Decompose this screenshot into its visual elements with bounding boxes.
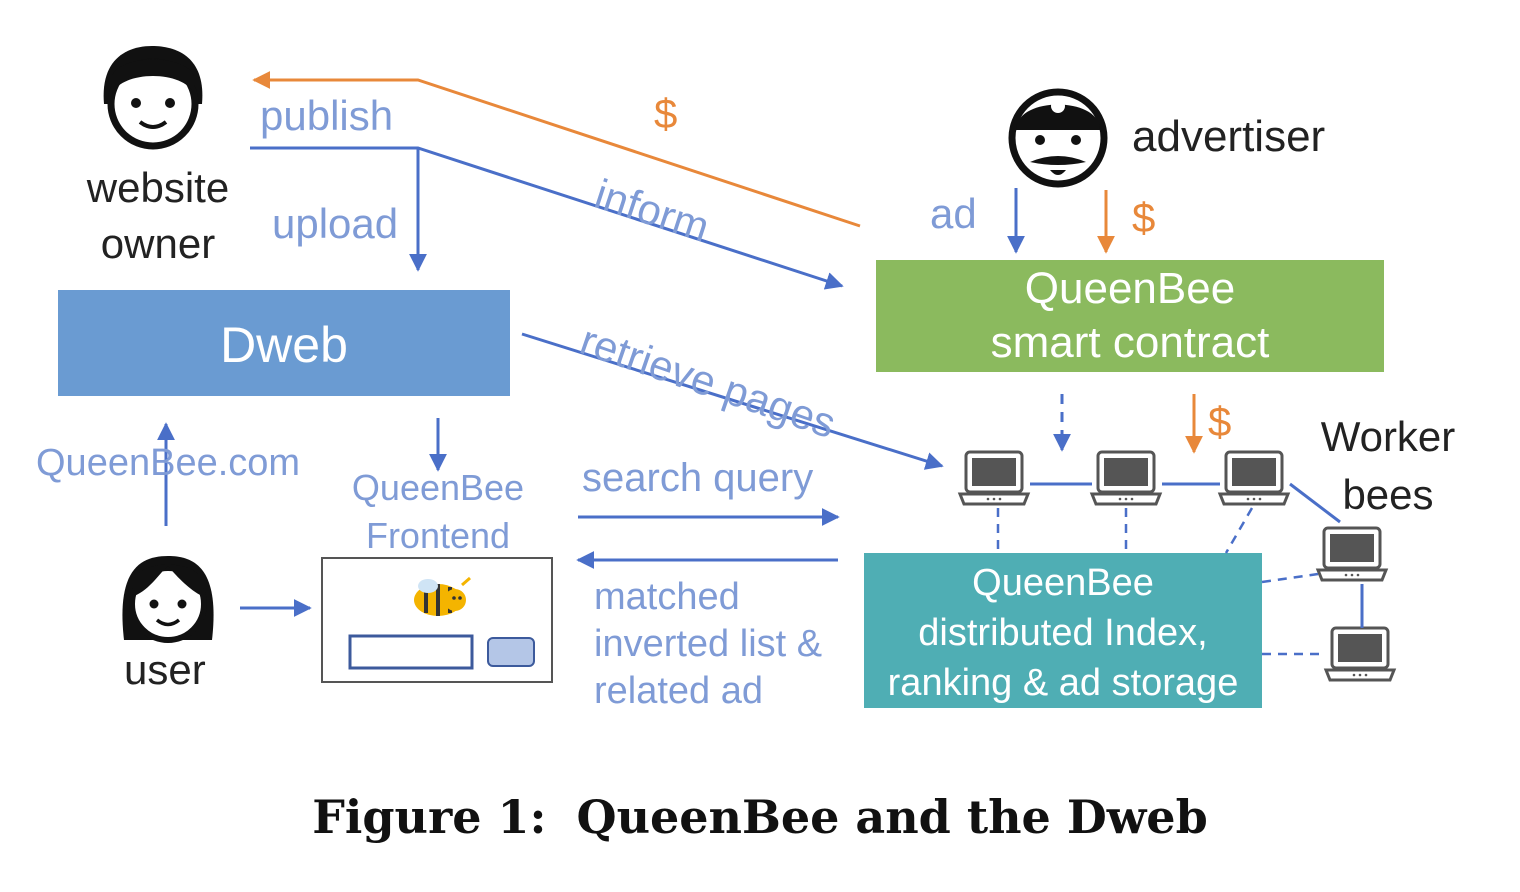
dweb-box [58,290,510,396]
website-owner-line1: website [86,164,230,211]
payment-workers-label: $ [1208,398,1232,445]
user-label: user [124,646,206,693]
frontend-label: QueenBee Frontend [338,464,538,560]
frontend-window [321,557,553,683]
caption-prefix: Figure 1: [312,790,547,844]
payment-to-owner-arrow [252,71,861,228]
caption-title: QueenBee and the Dweb [576,790,1208,844]
website-owner-line2: owner [100,220,216,267]
worker-laptop-3 [1218,450,1290,506]
index-line2: distributed Index, [918,612,1208,654]
index-line3: ranking & ad storage [887,662,1239,704]
index-label: QueenBee distributed Index, ranking & ad… [864,558,1262,708]
matched-line2: inverted list & [594,623,823,665]
frontend-line2: Frontend [365,515,511,556]
worker-laptop-2 [1090,450,1162,506]
ad-label: ad [930,190,977,237]
advertiser-label: advertiser [1132,112,1326,161]
website-owner-face-icon [103,46,203,150]
matched-label: matched inverted list & related ad [594,574,822,715]
worker-links [1030,482,1364,628]
frontend-line1: QueenBee [351,467,525,508]
dweb-label: Dweb [220,317,348,373]
matched-line3: related ad [594,670,764,712]
index-line1: QueenBee [972,562,1154,604]
worker-laptop-4 [1316,526,1388,582]
upload-label: upload [272,200,399,247]
queenbee-com-label: QueenBee.com [36,442,301,484]
worker-laptop-1 [958,450,1030,506]
worker-bees-line2: bees [1342,471,1434,518]
smart-contract-label: QueenBee smart contract [876,262,1384,370]
matched-line1: matched [594,576,740,618]
retrieve-pages-arrow [521,332,944,470]
smart-contract-box [876,260,1384,372]
payment-owner-label: $ [654,90,678,137]
worker-bees-label: Worker bees [1310,408,1466,524]
website-owner-label: website owner [78,160,238,272]
index-box [864,553,1262,708]
search-query-label: search query [582,456,814,500]
frontend-search-field [348,634,474,670]
smart-contract-line1: QueenBee [1024,264,1236,313]
payment-contract-label: $ [1132,194,1156,241]
index-links [996,507,1326,656]
frontend-search-button [487,637,535,667]
publish-label: publish [260,92,394,139]
bee-icon [414,576,471,616]
smart-contract-line2: smart contract [990,318,1270,367]
figure-caption: Figure 1: QueenBee and the Dweb [0,790,1520,844]
worker-bees-line1: Worker [1320,413,1456,460]
user-face-icon [122,556,214,643]
advertiser-face-icon [1008,88,1108,188]
worker-laptop-5 [1324,626,1396,682]
